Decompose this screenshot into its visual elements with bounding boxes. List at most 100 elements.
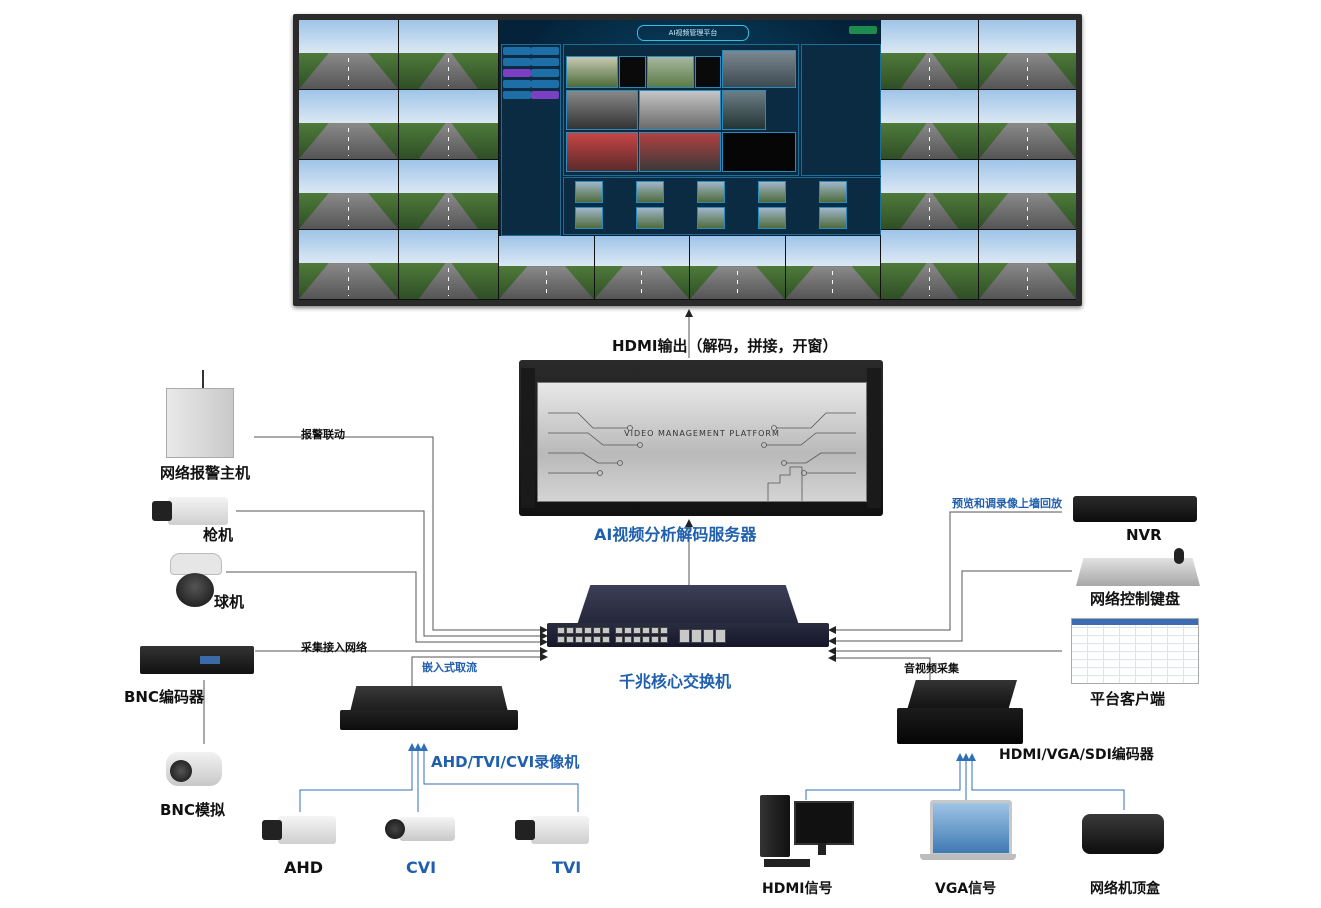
switch-port bbox=[615, 627, 623, 634]
gun-camera-label: 枪机 bbox=[203, 524, 233, 545]
alarm-host-label: 网络报警主机 bbox=[160, 462, 250, 483]
switch-sfp-port bbox=[715, 629, 726, 643]
switch-port bbox=[575, 636, 583, 643]
server-label: AI视频分析解码服务器 bbox=[594, 521, 756, 545]
dome-camera-label: 球机 bbox=[214, 591, 244, 612]
switch-port bbox=[575, 627, 583, 634]
switch-port bbox=[566, 627, 574, 634]
dome-camera-ball bbox=[176, 573, 214, 607]
bnc-analog-label: BNC模拟 bbox=[160, 799, 225, 820]
cvi-camera bbox=[385, 815, 455, 855]
cvi-label: CVI bbox=[406, 858, 436, 877]
switch-port bbox=[651, 636, 659, 643]
bnc-encoder-label: BNC编码器 bbox=[124, 686, 204, 707]
switch-sfp-port bbox=[703, 629, 714, 643]
bnc-encoder-box bbox=[140, 646, 254, 674]
laptop-base bbox=[920, 854, 1016, 860]
switch-port bbox=[660, 636, 668, 643]
tvi-camera-lens bbox=[515, 820, 535, 840]
pc-monitor bbox=[794, 801, 854, 845]
switch-port bbox=[584, 627, 592, 634]
switch-sfp-port bbox=[679, 629, 690, 643]
switch-port bbox=[566, 636, 574, 643]
switch-port bbox=[633, 627, 641, 634]
embedded-stream-label: 嵌入式取流 bbox=[422, 659, 477, 675]
ai-video-server: VIDEO MANAGEMENT PLATFORM bbox=[519, 360, 883, 516]
encoder-front bbox=[897, 708, 1023, 744]
gun-camera-lens bbox=[152, 501, 172, 521]
hdmi-encoder-device bbox=[897, 680, 1027, 752]
switch-port bbox=[642, 627, 650, 634]
stb-box bbox=[1082, 814, 1164, 854]
cvi-camera-lens bbox=[385, 819, 405, 839]
tvi-camera bbox=[515, 814, 591, 848]
switch-port bbox=[660, 627, 668, 634]
encoder-top bbox=[907, 680, 1017, 710]
stb-label: 网络机顶盒 bbox=[1090, 878, 1160, 898]
switch-port bbox=[624, 627, 632, 634]
switch-port bbox=[642, 636, 650, 643]
keyboard-joystick bbox=[1174, 548, 1184, 564]
switch-port bbox=[593, 636, 601, 643]
keyboard-label: 网络控制键盘 bbox=[1090, 588, 1180, 609]
switch-port bbox=[584, 636, 592, 643]
recorder-front bbox=[340, 710, 518, 730]
ahd-label: AHD bbox=[284, 858, 323, 877]
vga-source-label: VGA信号 bbox=[935, 878, 996, 898]
pc-monitor-stand bbox=[818, 843, 826, 855]
gun-camera-body bbox=[168, 497, 228, 525]
bnc-analog-camera bbox=[160, 744, 226, 792]
hdmi-source-label: HDMI信号 bbox=[762, 878, 832, 898]
hdmi-source-line bbox=[806, 754, 960, 800]
switch-port bbox=[633, 636, 641, 643]
ahd-camera-lens bbox=[262, 820, 282, 840]
bnc-encoder-port bbox=[200, 656, 220, 664]
client-screen bbox=[1071, 618, 1199, 684]
switch-sfp-port bbox=[691, 629, 702, 643]
cvi-camera-body bbox=[399, 817, 455, 841]
capture-access-label: 采集接入网络 bbox=[301, 639, 367, 655]
hdmi-output-label: HDMI输出（解码，拼接，开窗） bbox=[612, 335, 838, 356]
ahd-camera bbox=[262, 814, 338, 848]
switch-port bbox=[557, 636, 565, 643]
vga-source-laptop bbox=[920, 800, 1016, 864]
hdmi-source-pc bbox=[760, 795, 854, 871]
switch-port bbox=[602, 627, 610, 634]
switch-port bbox=[602, 636, 610, 643]
switch-label: 千兆核心交换机 bbox=[619, 668, 731, 692]
client-window bbox=[1071, 618, 1199, 684]
dome-camera-line bbox=[226, 572, 547, 642]
tvi-camera-body bbox=[531, 816, 589, 844]
recorder-top bbox=[350, 686, 508, 712]
encoder-label: HDMI/VGA/SDI编码器 bbox=[999, 744, 1154, 764]
ahd-camera-body bbox=[278, 816, 336, 844]
stb-device bbox=[1082, 814, 1164, 858]
switch-port bbox=[557, 627, 565, 634]
pc-tower bbox=[760, 795, 790, 857]
gun-camera-line bbox=[236, 511, 547, 636]
server-circuit-graphic bbox=[538, 383, 866, 501]
dvr-recorder-device bbox=[340, 686, 518, 742]
switch-port bbox=[624, 636, 632, 643]
switch-port bbox=[651, 627, 659, 634]
alarm-host-device bbox=[166, 370, 232, 456]
ahd-line bbox=[300, 744, 412, 812]
switch-port bbox=[615, 636, 623, 643]
dome-camera-mount bbox=[170, 553, 222, 575]
alarm-link-label: 报警联动 bbox=[301, 426, 345, 442]
nvr-device bbox=[1073, 494, 1197, 524]
av-capture-label: 音视频采集 bbox=[904, 660, 959, 676]
core-switch bbox=[547, 585, 829, 660]
bnc-analog-lens bbox=[170, 760, 192, 782]
bnc-encoder-device bbox=[140, 642, 254, 678]
switch-port bbox=[593, 627, 601, 634]
nvr-box bbox=[1073, 496, 1197, 522]
preview-playback-label: 预览和调录像上墙回放 bbox=[952, 495, 1062, 511]
server-rack-ear-right bbox=[867, 368, 881, 508]
switch-top bbox=[577, 585, 799, 625]
alarm-host-line bbox=[254, 437, 547, 630]
laptop-screen bbox=[930, 800, 1012, 856]
recorder-label: AHD/TVI/CVI录像机 bbox=[431, 751, 579, 772]
client-label: 平台客户端 bbox=[1090, 688, 1165, 709]
keyboard-device bbox=[1076, 548, 1200, 588]
